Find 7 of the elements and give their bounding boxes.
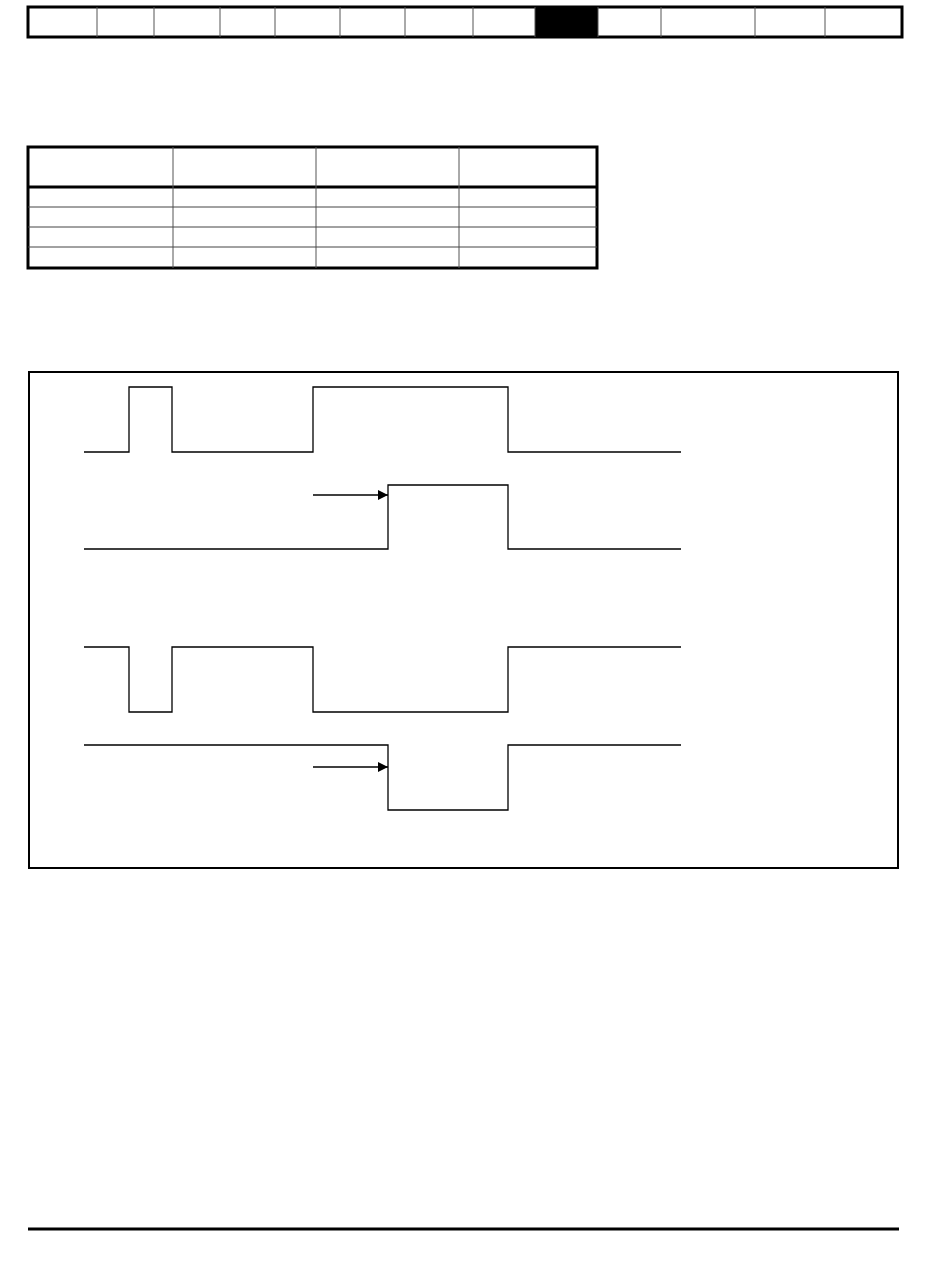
signal-waveform <box>84 387 681 452</box>
signal-waveform <box>84 485 681 549</box>
timing-diagram-frame <box>28 371 899 869</box>
signal-waveform <box>84 647 681 712</box>
signal-waveform <box>84 745 681 810</box>
arrow <box>312 490 389 500</box>
arrow <box>312 762 389 772</box>
